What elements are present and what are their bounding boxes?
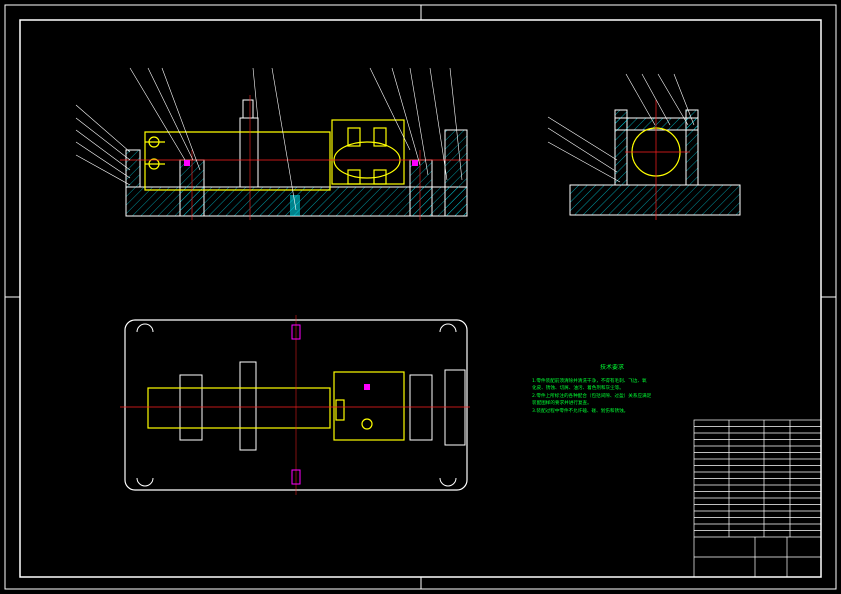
notes-title: 技术要求 <box>599 364 624 371</box>
top-plan-view <box>120 315 470 495</box>
note-line-3: 2.零件上所标注的各种配合（包括间隙、过盈）关系应满足 <box>532 393 652 399</box>
note-line-4: 装配图样的要求并进行复查。 <box>532 401 592 407</box>
note-line-1: 1.零件装配前须清除并清洗干净，不得有毛刺、飞边、氧 <box>532 378 647 384</box>
note-line-2: 化皮、锈蚀、切屑、油污、着色剂和灰尘等。 <box>532 386 624 392</box>
title-block <box>693 419 822 578</box>
front-section-view <box>75 67 470 220</box>
side-section-view <box>547 73 741 220</box>
note-line-5: 3.装配过程中零件不允许磕、碰、划伤和锈蚀。 <box>532 408 629 414</box>
technical-requirements-notes: 技术要求 1.零件装配前须清除并清洗干净，不得有毛刺、飞边、氧 化皮、锈蚀、切屑… <box>532 364 692 416</box>
sheet-frame <box>4 4 837 590</box>
